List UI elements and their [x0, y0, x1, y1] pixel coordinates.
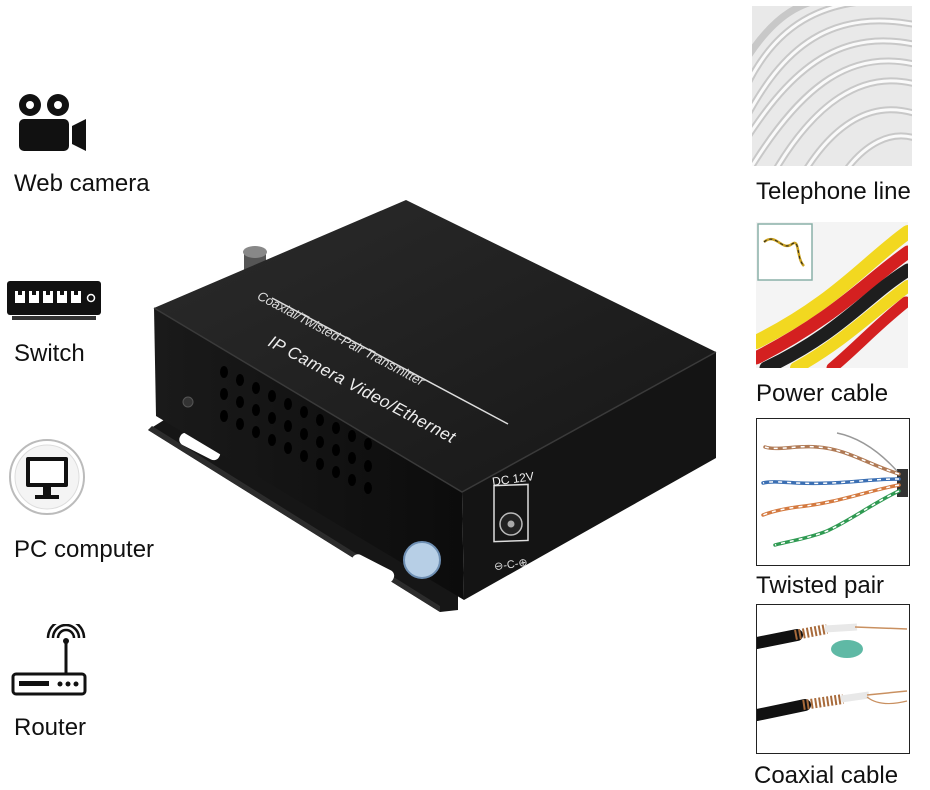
telephone-line-image [752, 6, 912, 166]
cable-label-power-cable: Power cable [756, 380, 889, 407]
power-cable-image [756, 222, 908, 368]
pc-computer-icon [8, 438, 86, 516]
switch-icon [6, 280, 102, 322]
device-label-router: Router [14, 714, 87, 741]
twisted-pair-image [756, 418, 910, 566]
coaxial-cable-image [756, 604, 910, 754]
cable-label-telephone-line: Telephone line [756, 178, 911, 205]
cable-label-twisted-pair: Twisted pair [756, 572, 885, 599]
transmitter-device: IP Camera Video/Ethernet Coaxial/Twisted… [140, 196, 726, 616]
device-label-pc-computer: PC computer [14, 536, 155, 563]
web-camera-icon [16, 92, 90, 154]
router-icon [10, 624, 88, 700]
cable-label-coaxial-cable: Coaxial cable [754, 762, 899, 789]
device-label-web-camera: Web camera [14, 170, 150, 197]
device-label-switch: Switch [14, 340, 85, 367]
